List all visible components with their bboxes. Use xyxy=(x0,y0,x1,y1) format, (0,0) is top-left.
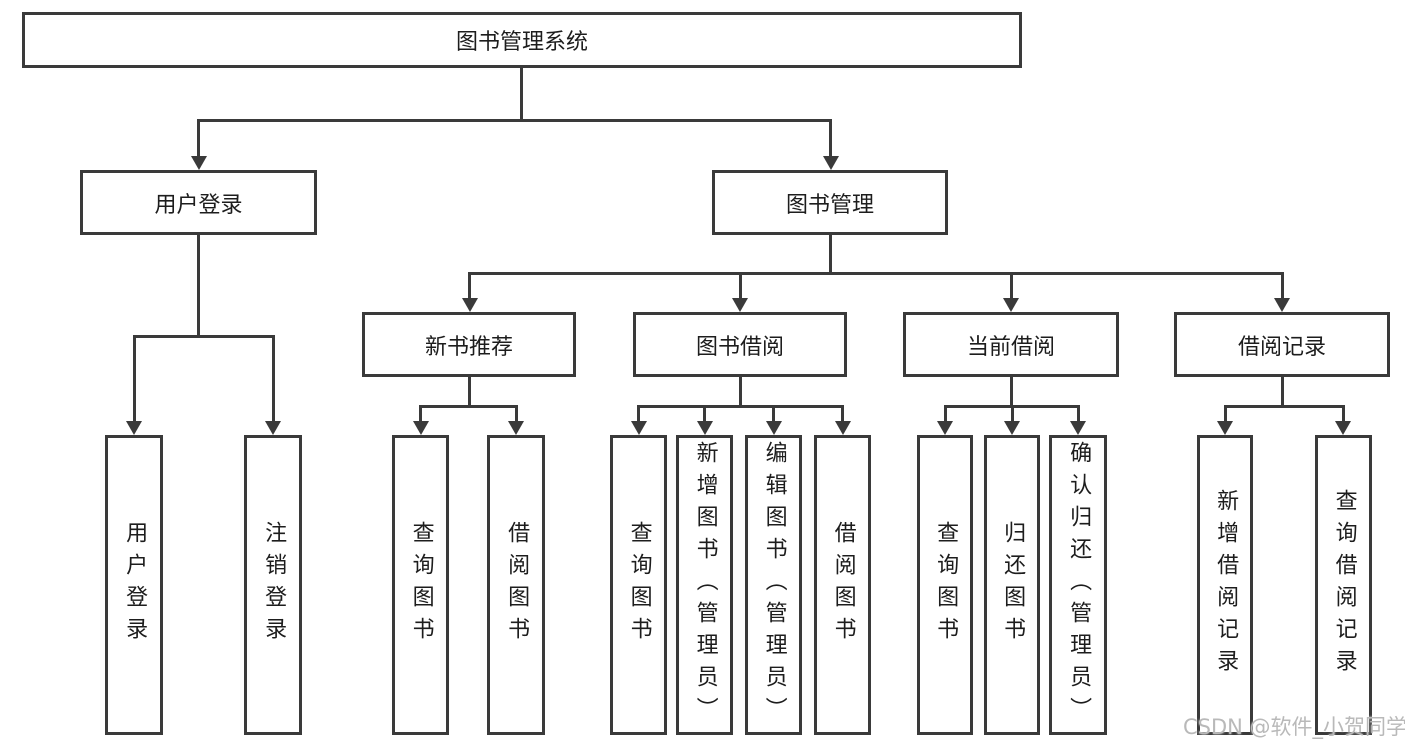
connector-arrow-down xyxy=(732,272,748,312)
connector-arrow-down xyxy=(834,405,851,435)
connector-line xyxy=(520,68,523,119)
node-user-login: 用户登录 xyxy=(80,170,317,235)
connector-line xyxy=(1280,377,1284,405)
node-logout-action: 注销登录 xyxy=(244,435,302,735)
connector-line xyxy=(197,235,200,335)
node-add-books-admin: 新增图书（管理员） xyxy=(676,435,733,735)
node-label: 新书推荐 xyxy=(424,334,513,360)
connector-arrow-down xyxy=(1004,405,1020,435)
node-borrow-books-recommend: 借阅图书 xyxy=(487,435,545,735)
node-query-books-borrowing: 查询图书 xyxy=(610,435,667,735)
node-label: 图书借阅 xyxy=(695,334,784,360)
connector-arrow-down xyxy=(1070,405,1086,435)
node-label: 借阅记录 xyxy=(1237,334,1326,360)
node-query-borrow-record: 查询借阅记录 xyxy=(1315,435,1372,735)
connector-line xyxy=(132,335,275,338)
node-label: 查询图书 xyxy=(408,521,434,649)
connector-arrow-down xyxy=(461,272,478,312)
node-label: 查询图书 xyxy=(933,521,959,649)
node-edit-books-admin: 编辑图书（管理员） xyxy=(745,435,802,735)
node-label: 新增借阅记录 xyxy=(1213,489,1239,681)
node-book-borrowing: 图书借阅 xyxy=(633,312,847,377)
node-label: 编辑图书（管理员） xyxy=(761,441,787,729)
connector-line xyxy=(467,377,471,405)
node-label: 图书管理系统 xyxy=(455,30,588,55)
node-label: 借阅图书 xyxy=(504,521,530,649)
node-label: 注销登录 xyxy=(261,521,287,649)
node-label: 用户登录 xyxy=(154,192,243,218)
node-label: 新增图书（管理员） xyxy=(692,441,718,729)
node-user-login-action: 用户登录 xyxy=(105,435,163,735)
node-new-book-recommendation: 新书推荐 xyxy=(362,312,576,377)
connector-line xyxy=(1223,405,1345,408)
node-label: 图书管理 xyxy=(785,192,874,218)
node-borrow-records: 借阅记录 xyxy=(1174,312,1390,377)
connector-line xyxy=(197,119,832,122)
node-borrow-books: 借阅图书 xyxy=(814,435,871,735)
node-query-books-recommend: 查询图书 xyxy=(392,435,449,735)
connector-line xyxy=(419,405,518,408)
connector-line xyxy=(738,377,742,405)
connector-arrow-down xyxy=(265,335,281,435)
node-query-books-current: 查询图书 xyxy=(917,435,973,735)
connector-arrow-down xyxy=(1217,405,1233,435)
node-label: 归还图书 xyxy=(1000,521,1026,649)
node-book-management: 图书管理 xyxy=(712,170,948,235)
connector-arrow-down xyxy=(765,405,782,435)
connector-line xyxy=(637,405,844,408)
node-label: 查询图书 xyxy=(626,521,652,649)
connector-arrow-down xyxy=(1003,272,1019,312)
connector-arrow-down xyxy=(822,119,839,170)
connector-arrow-down xyxy=(937,405,953,435)
node-library-management-system: 图书管理系统 xyxy=(22,12,1022,68)
node-label: 用户登录 xyxy=(122,521,148,649)
connector-arrow-down xyxy=(696,405,713,435)
node-current-borrowing: 当前借阅 xyxy=(903,312,1119,377)
node-confirm-return-admin: 确认归还（管理员） xyxy=(1049,435,1107,735)
node-label: 借阅图书 xyxy=(830,521,856,649)
connector-arrow-down xyxy=(190,119,207,170)
connector-line xyxy=(828,235,832,272)
connector-arrow-down xyxy=(412,405,429,435)
connector-arrow-down xyxy=(630,405,647,435)
node-add-borrow-record: 新增借阅记录 xyxy=(1197,435,1253,735)
node-label: 当前借阅 xyxy=(966,334,1055,360)
connector-arrow-down xyxy=(1274,272,1290,312)
node-return-books: 归还图书 xyxy=(984,435,1040,735)
csdn-watermark: CSDN @软件_小贺同学 xyxy=(1183,715,1405,739)
connector-arrow-down xyxy=(126,335,142,435)
node-label: 确认归还（管理员） xyxy=(1066,441,1092,729)
node-label: 查询借阅记录 xyxy=(1331,489,1357,681)
connector-line xyxy=(468,272,1282,275)
connector-line xyxy=(1009,377,1013,405)
connector-arrow-down xyxy=(508,405,524,435)
connector-arrow-down xyxy=(1335,405,1351,435)
